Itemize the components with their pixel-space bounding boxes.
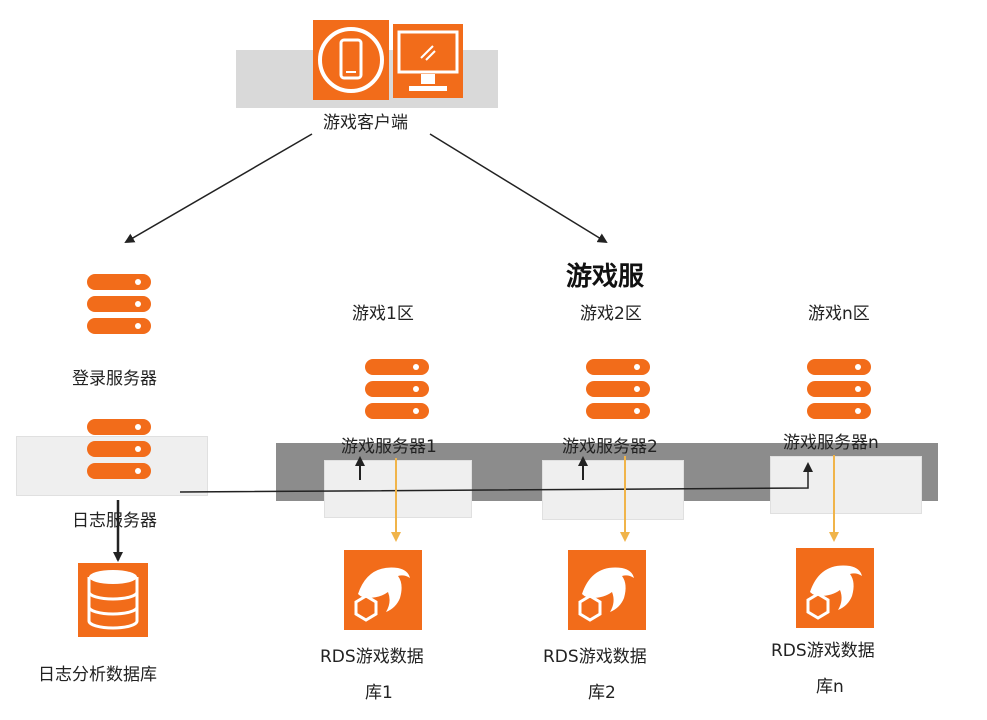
zone-2-db-label-line2: 库2 [588,683,616,703]
login-server-icon [85,272,153,336]
zone-2-server-label: 游戏服务器2 [562,437,658,457]
game-service-title: 游戏服 [566,262,645,292]
log-link-line [179,462,813,493]
database-icon [78,563,148,637]
zone-1-db-label-line1: RDS游戏数据 [320,647,424,667]
zone-n-db-label-line1: RDS游戏数据 [771,641,875,661]
client-label: 游戏客户端 [323,113,408,133]
log-server-icon [85,417,153,481]
zone-n-server-icon [805,357,873,421]
zone-n-server-label: 游戏服务器n [783,433,879,453]
zone-1-label: 游戏1区 [352,304,414,324]
zone-n-rds-dolphin-icon [796,548,874,628]
zone-n-db-label-line2: 库n [816,677,844,697]
log-db-label: 日志分析数据库 [38,665,157,685]
zone-1-rds-dolphin-icon [344,550,422,630]
zone-1-server-icon [363,357,431,421]
zone-1-server-label: 游戏服务器1 [341,437,437,457]
zone1-server-panel [324,460,472,518]
zone-1-db-label-line2: 库1 [365,683,393,703]
log-server-panel [16,436,208,496]
login-server-label: 登录服务器 [72,369,157,389]
log-server-label: 日志服务器 [72,511,157,531]
zone-2-rds-dolphin-icon [568,550,646,630]
client-to-login-arrow [124,133,313,244]
client-to-game-arrow [429,133,608,244]
zone-2-db-label-line1: RDS游戏数据 [543,647,647,667]
zonen-server-panel [770,456,922,514]
zone-2-label: 游戏2区 [580,304,642,324]
monitor-icon [393,24,463,98]
mobile-phone-icon [313,20,389,100]
zone-2-server-icon [584,357,652,421]
zone-n-label: 游戏n区 [808,304,870,324]
